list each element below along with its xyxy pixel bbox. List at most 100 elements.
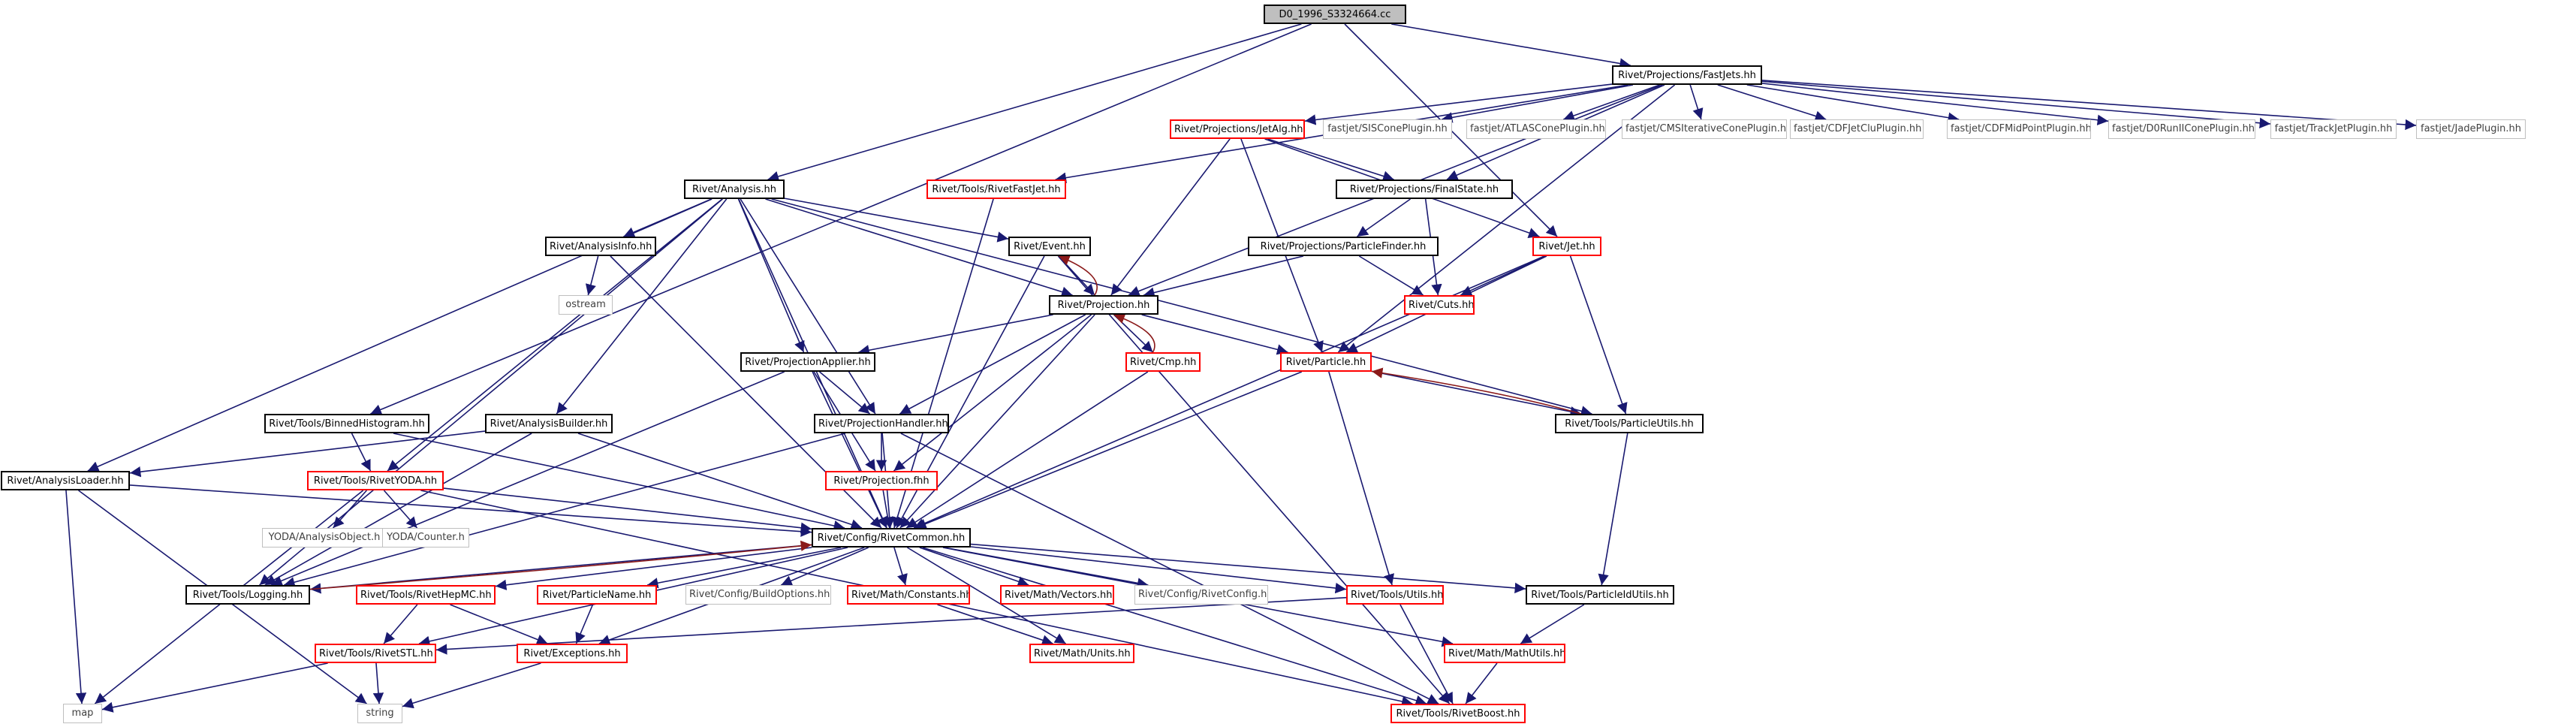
- edge-phandler-to-logging: [283, 433, 846, 588]
- node-jetalg-hh[interactable]: Rivet/Projections/JetAlg.hh: [1170, 119, 1305, 139]
- node-siscone-plugin-hh: fastjet/SISConePlugin.hh: [1323, 119, 1452, 139]
- node-rivetstl-hh[interactable]: Rivet/Tools/RivetSTL.hh: [315, 644, 436, 663]
- edge-tutils-to-boost: [1399, 604, 1454, 704]
- node-rivethepmc-hh[interactable]: Rivet/Tools/RivetHepMC.hh: [356, 585, 496, 605]
- edge-event-to-boost: [1057, 255, 1451, 704]
- edge-finalstate-to-pfinder: [1357, 198, 1411, 237]
- edge-fastjets-to-sisc: [1441, 84, 1634, 123]
- node-particleidutils-hh[interactable]: Rivet/Tools/ParticleIdUtils.hh: [1526, 585, 1674, 605]
- edge-putils-to-pidutils: [1598, 433, 1628, 586]
- edge-hepmc-to-stl: [383, 604, 418, 644]
- edge-analysis-to-phandler: [740, 198, 876, 415]
- node-rivetfastjet-hh[interactable]: Rivet/Tools/RivetFastJet.hh: [926, 179, 1066, 199]
- node-jet-hh[interactable]: Rivet/Jet.hh: [1532, 237, 1601, 256]
- edge-fastjets-to-jetalg: [1304, 83, 1613, 125]
- edge-stl-to-string: [372, 662, 384, 704]
- node-tools-utils-hh[interactable]: Rivet/Tools/Utils.hh: [1346, 585, 1444, 605]
- edge-common-to-buildopts: [780, 547, 869, 586]
- edge-cmp-to-common: [905, 371, 1149, 529]
- edge-ainfo-to-common: [610, 255, 882, 529]
- edge-pidutils-to-mathutils: [1520, 604, 1585, 644]
- node-binnedhistogram-hh[interactable]: Rivet/Tools/BinnedHistogram.hh: [264, 414, 429, 433]
- node-particle-hh[interactable]: Rivet/Particle.hh: [1280, 352, 1372, 372]
- edge-pfinder-to-cuts: [1358, 255, 1424, 296]
- edge-putils-to-particle: [1371, 367, 1582, 415]
- edge-analysis-to-event: [784, 198, 1009, 243]
- node-math-vectors-hh[interactable]: Rivet/Math/Vectors.hh: [1000, 585, 1114, 605]
- node-d0-1996-s3324664-cc[interactable]: D0_1996_S3324664.cc: [1264, 5, 1406, 24]
- edge-pname-to-exceptions: [575, 604, 594, 644]
- edge-abuilder-to-logging: [264, 433, 532, 586]
- node-math-mathutils-hh[interactable]: Rivet/Math/MathUtils.hh: [1444, 644, 1565, 663]
- edge-ainfo-to-ostream: [585, 255, 599, 296]
- edge-root-to-fastjets: [1391, 23, 1631, 69]
- edge-fastjets-to-cdfmp: [1746, 84, 1960, 123]
- node-cmp-hh[interactable]: Rivet/Cmp.hh: [1125, 352, 1201, 372]
- edge-logging-to-common: [309, 540, 812, 590]
- node-analysis-hh[interactable]: Rivet/Analysis.hh: [684, 179, 785, 199]
- edge-binned-to-common: [393, 433, 845, 532]
- node-math-units-hh[interactable]: Rivet/Math/Units.hh: [1029, 644, 1134, 663]
- node-rivetyoda-hh[interactable]: Rivet/Tools/RivetYODA.hh: [307, 471, 444, 490]
- edge-ryoda-to-yodacounter: [383, 490, 418, 529]
- node-analysisloader-hh[interactable]: Rivet/AnalysisLoader.hh: [1, 471, 130, 490]
- edge-projfhh-to-common: [882, 490, 893, 529]
- node-analysisbuilder-hh[interactable]: Rivet/AnalysisBuilder.hh: [485, 414, 613, 433]
- edge-analysis-to-papplier: [737, 198, 805, 353]
- node-exceptions-hh[interactable]: Rivet/Exceptions.hh: [517, 644, 628, 663]
- edge-phandler-to-boost: [900, 433, 1439, 704]
- node-projection-hh[interactable]: Rivet/Projection.hh: [1049, 295, 1158, 315]
- node-string: string: [357, 704, 402, 723]
- node-yoda-counter-h: YODA/Counter.h: [382, 528, 469, 548]
- node-buildoptions-hh: Rivet/Config/BuildOptions.hh: [685, 585, 831, 605]
- edge-fastjets-to-atlas: [1563, 84, 1660, 121]
- edge-analysis-to-putils: [771, 198, 1592, 417]
- node-rivetboost-hh[interactable]: Rivet/Tools/RivetBoost.hh: [1390, 704, 1526, 723]
- edge-analysis-to-abuilder: [556, 198, 728, 415]
- edge-analysis-to-logging: [259, 198, 723, 586]
- edge-common-to-units: [907, 547, 1066, 644]
- edge-fastjets-to-track: [1761, 80, 2271, 128]
- node-projectionapplier-hh[interactable]: Rivet/ProjectionApplier.hh: [740, 352, 875, 372]
- edge-pfinder-to-projection: [1143, 255, 1304, 298]
- node-projectionhandler-hh[interactable]: Rivet/ProjectionHandler.hh: [814, 414, 949, 433]
- node-math-constants-hh[interactable]: Rivet/Math/Constants.hh: [847, 585, 970, 605]
- edge-ryoda-to-common: [443, 487, 812, 533]
- edge-projection-to-particle: [1141, 314, 1288, 355]
- edge-tutils-to-stl: [435, 596, 1347, 655]
- edge-common-to-logging: [309, 544, 812, 594]
- edge-aloader-to-common: [129, 484, 812, 537]
- edge-fastjets-to-cmsic: [1689, 84, 1704, 120]
- node-logging-hh[interactable]: Rivet/Tools/Logging.hh: [185, 585, 310, 605]
- node-particleutils-hh[interactable]: Rivet/Tools/ParticleUtils.hh: [1555, 414, 1704, 433]
- node-rivetconfig-hh: Rivet/Config/RivetConfig.hh: [1134, 585, 1268, 605]
- edge-projection-to-phandler: [899, 314, 1086, 415]
- node-map: map: [63, 704, 102, 723]
- node-analysisinfo-hh[interactable]: Rivet/AnalysisInfo.hh: [545, 237, 656, 256]
- edge-ryoda-to-yodaao: [333, 490, 367, 529]
- edge-abuilder-to-aloader: [129, 430, 486, 478]
- edge-projection-to-projfhh: [893, 314, 1092, 472]
- node-rivetcommon-hh[interactable]: Rivet/Config/RivetCommon.hh: [812, 528, 971, 548]
- edge-projection-to-event: [1058, 255, 1098, 296]
- edge-fastjets-to-d0run: [1761, 83, 2109, 125]
- node-event-hh[interactable]: Rivet/Event.hh: [1008, 237, 1091, 256]
- edge-common-to-boost: [922, 547, 1427, 706]
- node-ostream: ostream: [559, 295, 613, 315]
- node-cdfmidpoint-plugin-hh: fastjet/CDFMidPointPlugin.hh: [1947, 119, 2091, 139]
- edge-jet-to-putils: [1569, 255, 1628, 415]
- node-cuts-hh[interactable]: Rivet/Cuts.hh: [1404, 295, 1475, 315]
- edge-projection-to-cmp: [1113, 314, 1154, 353]
- edge-common-to-pname: [646, 547, 842, 589]
- edge-projection-to-common: [899, 314, 1095, 529]
- edge-analysis-to-ryoda: [387, 198, 723, 472]
- node-particlename-hh[interactable]: Rivet/ParticleName.hh: [537, 585, 657, 605]
- edge-event-to-common: [896, 255, 1045, 529]
- node-finalstate-hh[interactable]: Rivet/Projections/FinalState.hh: [1336, 179, 1513, 199]
- edge-mathutils-to-boost: [1465, 662, 1498, 704]
- edge-particle-to-tutils: [1328, 371, 1394, 586]
- node-fastjets-hh[interactable]: Rivet/Projections/FastJets.hh: [1612, 65, 1762, 85]
- node-projection-fhh[interactable]: Rivet/Projection.fhh: [825, 471, 938, 490]
- node-particlefinder-hh[interactable]: Rivet/Projections/ParticleFinder.hh: [1248, 237, 1439, 256]
